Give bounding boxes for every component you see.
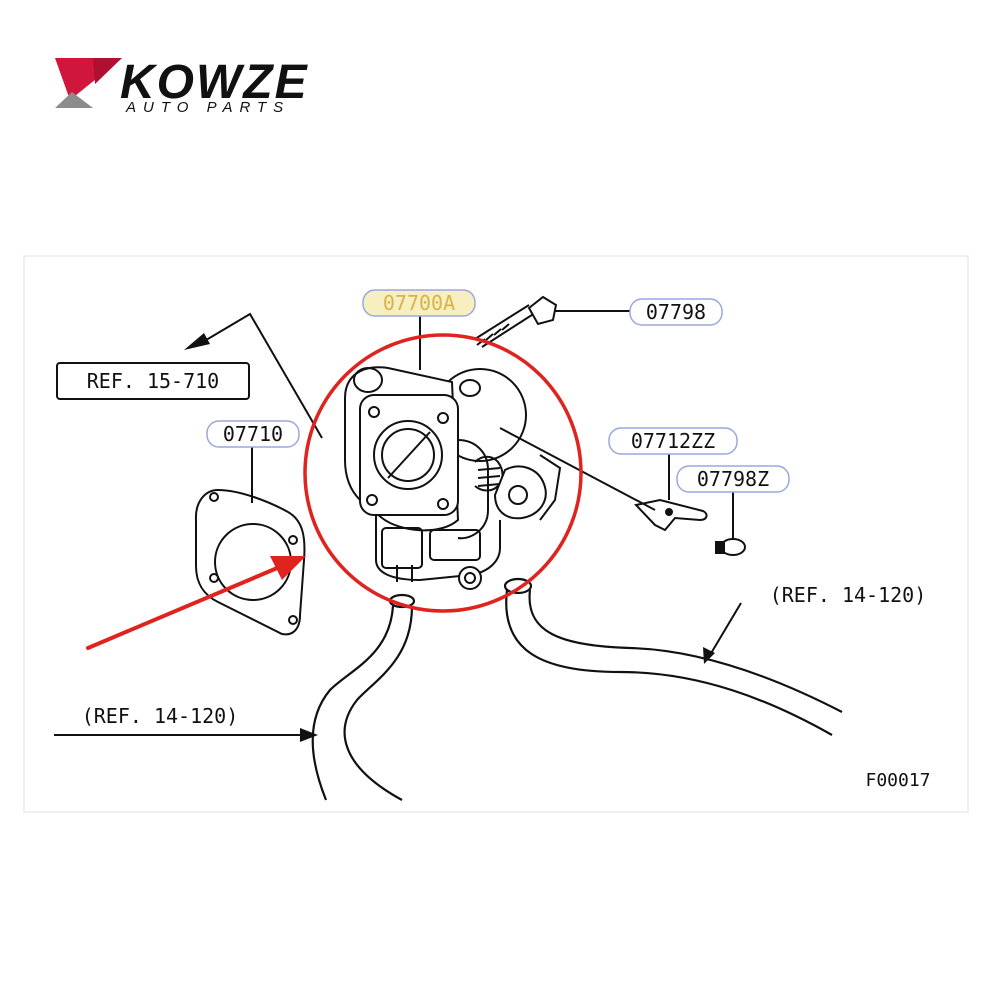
callout-07700a-label: 07700A — [383, 291, 455, 315]
ref-15-710-arrow-icon — [184, 333, 210, 350]
ref-15-710-label: REF. 15-710 — [87, 369, 219, 393]
callout-07798[interactable]: 07798 — [629, 298, 723, 326]
ref-14-120-left-arrow-icon — [300, 728, 318, 742]
ref-14-120-right-arrow-icon — [703, 647, 715, 664]
callout-07798-label: 07798 — [646, 300, 706, 324]
ref-14-120-right-label[interactable]: (REF. 14-120) — [770, 583, 927, 607]
logo-tagline: AUTO PARTS — [125, 99, 290, 116]
left-hose — [311, 593, 416, 801]
ref-14-120-left-label[interactable]: (REF. 14-120) — [82, 704, 239, 728]
right-hose — [503, 577, 843, 736]
ref-14-120-right-leader — [709, 602, 742, 656]
bracket-part — [634, 498, 708, 532]
callout-07712zz-label: 07712ZZ — [631, 429, 715, 453]
highlight-arrow-icon — [270, 556, 306, 580]
callout-07798z[interactable]: 07798Z — [676, 465, 790, 493]
bolt-part — [474, 295, 558, 348]
callout-07710[interactable]: 07710 — [206, 420, 300, 448]
highlight-arrow-shaft — [86, 564, 284, 650]
leader-lines — [195, 310, 734, 538]
logo-k-mark-icon — [55, 58, 122, 108]
callout-07700a[interactable]: 07700A — [362, 289, 476, 317]
bracket-bolt-part — [715, 538, 746, 556]
callout-07710-label: 07710 — [223, 422, 283, 446]
highlight-circle — [303, 333, 583, 613]
callout-07798z-label: 07798Z — [697, 467, 769, 491]
kowze-logo: KOWZE AUTO PARTS — [55, 56, 309, 116]
diagram-frame — [23, 255, 969, 813]
throttle-body-part — [344, 366, 562, 590]
callout-07712zz[interactable]: 07712ZZ — [608, 427, 738, 455]
logo-wordmark: KOWZE — [120, 56, 309, 109]
diagram-code: F00017 — [865, 770, 930, 791]
ref-15-710-box[interactable]: REF. 15-710 — [56, 362, 250, 400]
